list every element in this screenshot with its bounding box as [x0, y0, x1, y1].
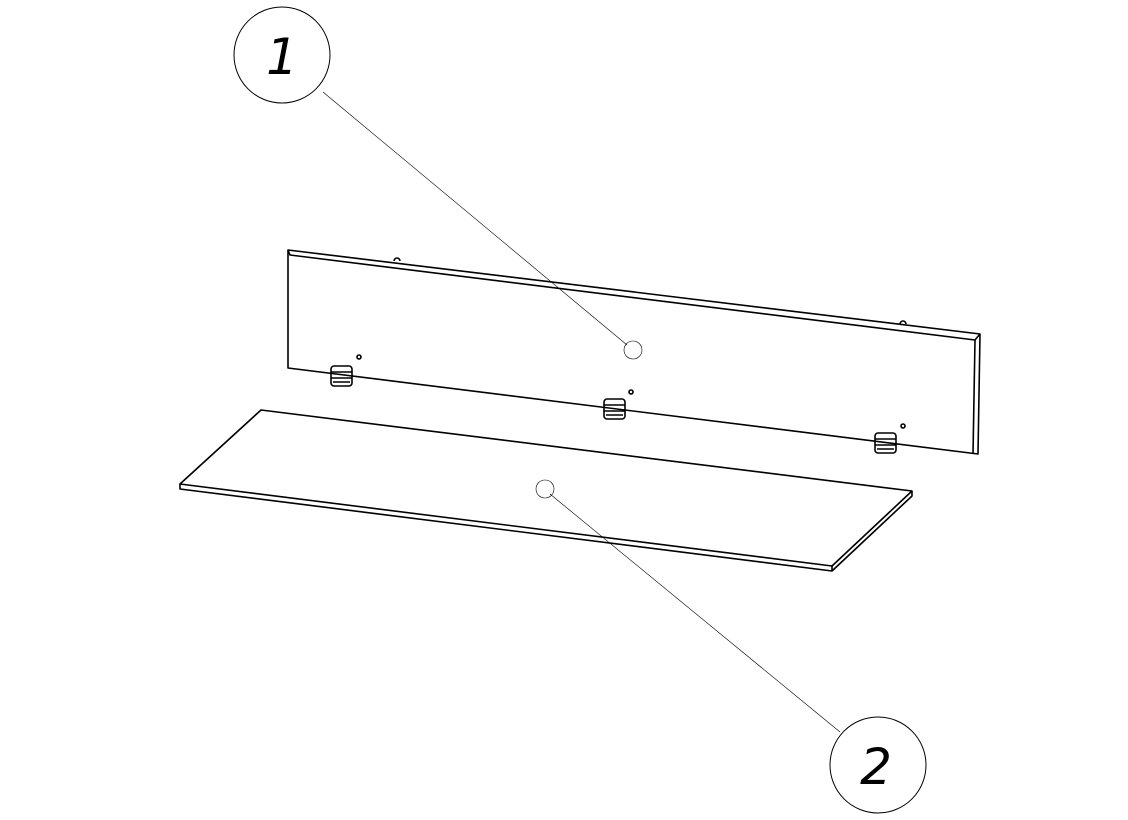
shelf-board	[179, 409, 913, 572]
top-peg	[393, 257, 907, 325]
cam-holes	[356, 354, 906, 429]
balloon-2: 2	[535, 479, 927, 814]
connector	[874, 432, 897, 454]
balloon-1: 1	[233, 6, 643, 360]
back-panel	[287, 249, 981, 455]
connector	[330, 365, 353, 387]
balloon-label: 2	[860, 738, 892, 796]
balloon-label: 1	[266, 28, 298, 86]
connector-fittings	[330, 365, 897, 454]
connector	[603, 398, 626, 420]
